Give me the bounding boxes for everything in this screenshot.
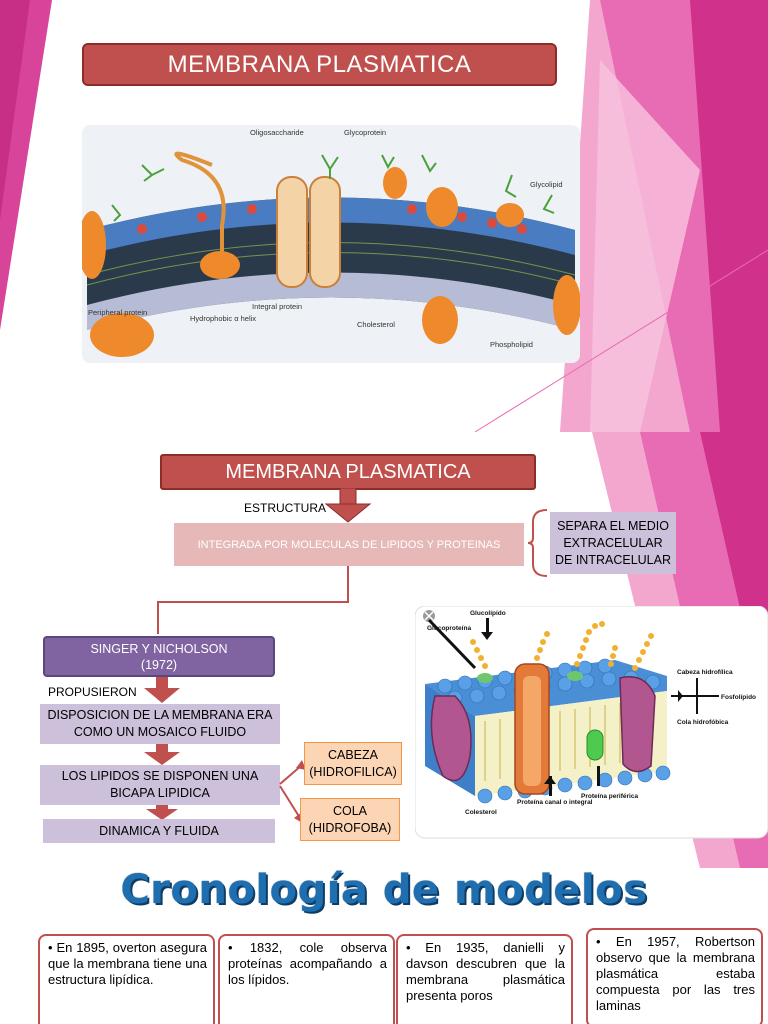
estructura-label: ESTRUCTURA <box>244 501 327 515</box>
label-cola-hidrofobica: Cola hidrofóbica <box>677 719 729 726</box>
label-cabeza-hidrofilica: Cabeza hidrofílica <box>677 669 733 676</box>
chronology-card-3: • En 1935, danielli y davson descubren q… <box>396 934 573 1024</box>
arrow-down-icon <box>146 805 178 820</box>
label-colesterol: Colesterol <box>465 809 497 816</box>
integrada-box: INTEGRADA POR MOLECULAS DE LIPIDOS Y PRO… <box>174 523 524 566</box>
separa-box: SEPARA EL MEDIO EXTRACELULAR DE INTRACEL… <box>550 512 676 574</box>
cola-box: COLA (HIDROFOBA) <box>300 798 400 841</box>
propusieron-label: PROPUSIERON <box>48 685 137 699</box>
arrow-down-icon <box>144 677 180 703</box>
singer-nicholson-box: SINGER Y NICHOLSON (1972) <box>43 636 275 677</box>
label-glucolipido: Glucolípido <box>470 610 506 617</box>
disposicion-box: DISPOSICION DE LA MEMBRANA ERA COMO UN M… <box>40 704 280 744</box>
chronology-card-2: • 1832, cole observa proteínas acompañan… <box>218 934 395 1024</box>
label-fosfolipido: Fosfolípido <box>721 694 756 701</box>
label-cholesterol: Cholesterol <box>357 320 395 329</box>
label-glycolipid: Glycolipid <box>530 180 563 189</box>
membrane-diagram-1: Oligosaccharide Glycoprotein Glycolipid … <box>82 125 580 363</box>
slide-1: MEMBRANA PLASMATICA <box>0 0 768 432</box>
slide-2: MEMBRANA PLASMATICA ESTRUCTURA INTEGRADA… <box>0 432 768 868</box>
slide-1-background-decoration <box>0 0 768 432</box>
lipidos-bicapa-box: LOS LIPIDOS SE DISPONEN UNA BICAPA LIPID… <box>40 765 280 805</box>
label-glycoprotein: Glycoprotein <box>344 128 386 137</box>
slide-2-title: MEMBRANA PLASMATICA <box>160 454 536 490</box>
connector-line <box>157 566 349 634</box>
label-oligosaccharide: Oligosaccharide <box>250 128 304 137</box>
label-hydrophobic-helix: Hydrophobic α helix <box>190 314 256 323</box>
slide-1-title: MEMBRANA PLASMATICA <box>82 43 557 86</box>
chronology-card-4: • En 1957, Robertson observo que la memb… <box>586 928 763 1024</box>
bracket-left <box>527 509 548 577</box>
label-peripheral-protein: Peripheral protein <box>88 308 147 317</box>
cabeza-box: CABEZA (HIDROFILICA) <box>304 742 402 785</box>
label-phospholipid: Phospholipid <box>490 340 533 349</box>
dinamica-box: DINAMICA Y FLUIDA <box>43 819 275 843</box>
membrane-diagram-2: Glucolípido Glucoproteína Cabeza hidrofí… <box>415 606 768 839</box>
label-integral-protein: Integral protein <box>252 302 302 311</box>
label-proteina-periferica: Proteína periférica <box>581 793 638 800</box>
label-proteina-canal: Proteína canal o integral <box>517 799 593 806</box>
arrow-down-icon <box>144 744 180 765</box>
label-glucoproteina: Glucoproteína <box>427 625 471 632</box>
arrow-down-icon <box>324 488 372 523</box>
slide-3-title: Cronología de modelos <box>120 868 648 913</box>
chronology-card-1: • En 1895, overton asegura que la membra… <box>38 934 215 1024</box>
slide-3: Cronología de modelos • En 1895, overton… <box>0 868 768 1024</box>
